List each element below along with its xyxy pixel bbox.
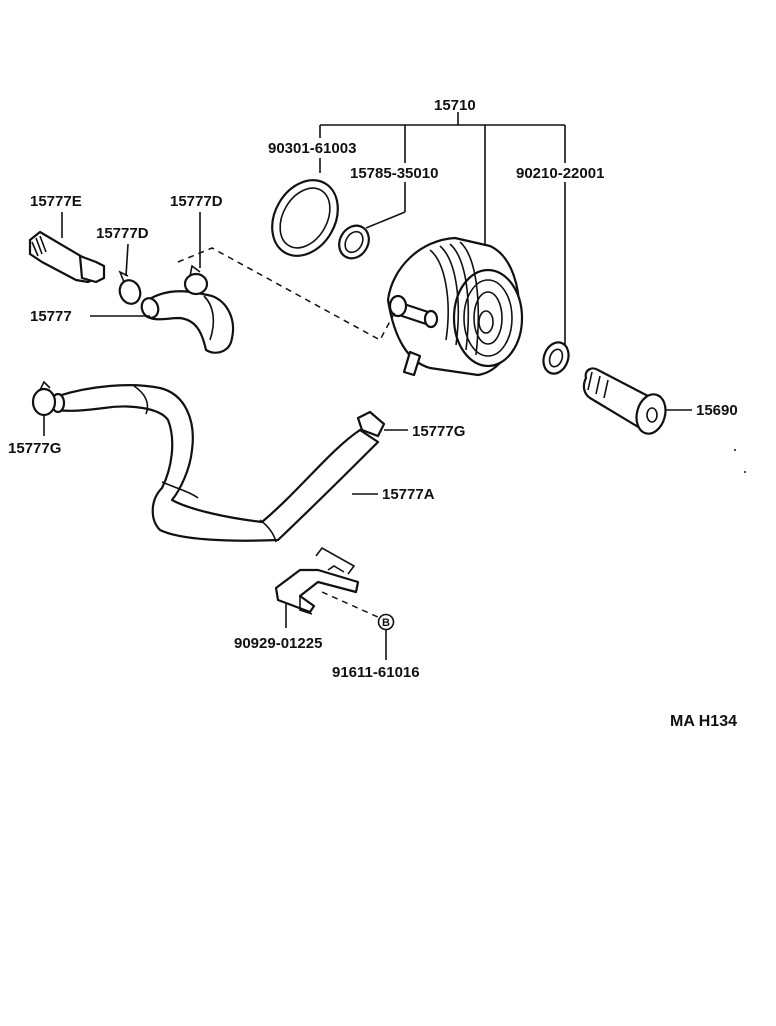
label-15777g-right: 15777G xyxy=(412,423,465,440)
label-15777a: 15777A xyxy=(382,486,435,503)
label-90210-22001: 90210-22001 xyxy=(516,165,604,182)
label-15710: 15710 xyxy=(434,97,476,114)
label-90929-01225: 90929-01225 xyxy=(234,635,322,652)
bracket-90929 xyxy=(274,546,360,628)
fitting-15777e xyxy=(28,212,106,284)
dot-mark xyxy=(734,449,736,451)
clamp-15777d-right xyxy=(183,212,209,296)
label-15777: 15777 xyxy=(30,308,72,325)
clamp-15777d-left xyxy=(118,243,142,305)
dot-mark xyxy=(744,471,746,473)
dashed-connection xyxy=(177,247,397,342)
clamp-15777g-left xyxy=(31,380,57,436)
label-15777e: 15777E xyxy=(30,193,82,210)
label-15777g-left: 15777G xyxy=(8,440,61,457)
label-15777d-left: 15777D xyxy=(96,225,149,242)
label-91611-61016: 91611-61016 xyxy=(332,664,420,681)
leader-15710-bracket xyxy=(319,112,566,345)
o-ring-small xyxy=(338,224,370,260)
label-15777d-right: 15777D xyxy=(170,193,223,210)
union-bolt-15690 xyxy=(582,367,692,435)
o-ring-large xyxy=(271,179,339,257)
clamp-15777g-right xyxy=(356,410,408,438)
oil-cooler xyxy=(386,236,524,377)
label-90301-61003: 90301-61003 xyxy=(268,140,356,157)
hose-15777a xyxy=(50,384,380,543)
reference-code: MA H134 xyxy=(670,713,737,730)
b-mark-text: B xyxy=(382,617,390,629)
bolt-dash xyxy=(321,591,381,619)
hose-15777 xyxy=(140,290,235,354)
b-mark-symbol: B xyxy=(377,613,395,660)
label-15690: 15690 xyxy=(696,402,738,419)
label-15785-35010: 15785-35010 xyxy=(350,165,438,182)
gasket-90210 xyxy=(542,341,570,375)
